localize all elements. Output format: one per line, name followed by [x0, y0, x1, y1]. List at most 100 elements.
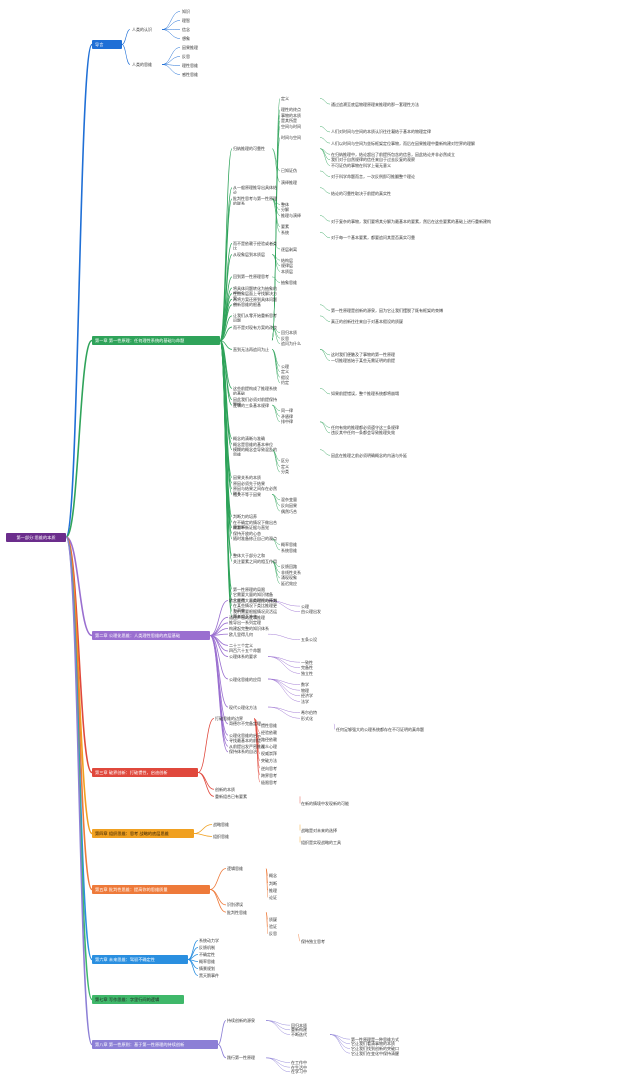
c2-line[interactable]: 概率思维	[281, 541, 297, 547]
c2-line[interactable]: 它需要大量的知识储备	[233, 592, 273, 598]
c2-line[interactable]: 对于科学命题而言，一次反例即可推翻整个理论	[331, 174, 415, 180]
c2-line[interactable]: 本质层	[281, 268, 293, 274]
c9-line[interactable]: 它让我们看清事物的本质	[351, 1041, 395, 1047]
c2-line[interactable]: 在不确定的情况下做出合理判断	[233, 519, 277, 529]
c2-line[interactable]: 创新思维的根基	[233, 302, 261, 308]
c2-line[interactable]: 整体大于部分之和	[233, 553, 265, 559]
c1-b2[interactable]: 反思	[182, 54, 190, 59]
c2-line[interactable]: 是其所是	[281, 118, 297, 124]
c2-line[interactable]: 任何有效的推理都必须遵守这三条规律	[331, 424, 399, 430]
c1-b1[interactable]: 因果推理	[182, 45, 198, 50]
c9-line[interactable]: 第一性原理是一种思维方式	[351, 1036, 399, 1042]
c3-line[interactable]: 欧几里得：人类理性的开端	[229, 598, 277, 603]
c2-line[interactable]: 而不是依赖于经验或者类比	[233, 240, 277, 250]
c2-line[interactable]: 事物的本质	[281, 112, 301, 118]
c2-line[interactable]: 要素	[281, 224, 289, 230]
c9-line[interactable]: 持续创新的源泉	[227, 1018, 255, 1023]
chapter-c3[interactable]: 第二章 公理化思维：人类理性思维的底层基础	[92, 631, 210, 640]
c2-line[interactable]: 判断力的培养	[233, 514, 257, 520]
chapter-c2[interactable]: 第一章 第一性原理：任何理性系统的基础与命题	[92, 336, 220, 345]
c2-line[interactable]: 区分	[281, 458, 289, 464]
c2-line[interactable]: 已知证伪	[281, 168, 297, 174]
c3-line[interactable]: 公理化思维的启示	[229, 732, 261, 738]
c4-line[interactable]: 重新组合已有要素	[215, 793, 247, 799]
c3-line[interactable]: 希尔伯特	[301, 710, 317, 716]
c3-line[interactable]: 现代公理化方法	[229, 704, 257, 710]
c6-line[interactable]: 识别谬误	[227, 902, 243, 908]
c2-line[interactable]: 我们需要根据情况灵活运用	[233, 608, 277, 618]
c2-line[interactable]: 归纳推理的可靠性	[233, 146, 265, 152]
c2-line[interactable]: 逻辑的三条基本规律	[233, 402, 269, 408]
c3-line[interactable]: 形式化	[301, 715, 313, 721]
c3-line[interactable]: 物理	[301, 687, 309, 693]
c3-line[interactable]: 由公理出发	[301, 609, 321, 615]
c2-line[interactable]: 相关不等于因果	[233, 491, 261, 497]
c2-line[interactable]: 对于每一个基本要素，都要追问其是否真实可靠	[331, 235, 415, 241]
c2-line[interactable]: 推理与演绎	[281, 213, 301, 219]
c4-line[interactable]: 经验依赖	[261, 730, 277, 736]
c3-line[interactable]: 任何足够强大的公理系统都存在不可证明的真命题	[336, 726, 424, 732]
c2-line[interactable]: 整体	[281, 201, 289, 207]
chapter-c7[interactable]: 第六章 未来思维：驾驭不确定性	[92, 955, 188, 964]
c2-line[interactable]: 演绎推理	[281, 179, 297, 185]
c2-line[interactable]: 在某些情况下类比推理更为高效	[233, 603, 277, 613]
c5-line[interactable]: 组织思维	[213, 834, 229, 839]
c2-line[interactable]: 再将方案还原到具体问题中	[233, 296, 277, 306]
c9-line[interactable]: 在学习中	[291, 1069, 307, 1075]
c2-line[interactable]: 分解	[281, 207, 289, 213]
c2-line[interactable]: 矛盾律	[281, 413, 293, 419]
c6-line[interactable]: 反思	[269, 931, 277, 937]
c2-line[interactable]: 因此我们必须对前提保持警惕	[233, 397, 277, 406]
c3-line[interactable]: 一致性	[301, 659, 313, 665]
c6-line[interactable]: 验证	[269, 924, 277, 930]
c1-a1[interactable]: 知识	[182, 9, 190, 14]
chapter-c4[interactable]: 第三章 破界创新：打破惯性，启迪创新	[92, 768, 198, 777]
c6-line[interactable]: 概念	[269, 873, 277, 879]
c3-line[interactable]: 二十三个定义	[229, 642, 253, 648]
c2-line[interactable]: 偶然巧合	[281, 508, 297, 514]
c2-line[interactable]: 第一性原理是创新的源泉，因为它让我们摆脱了既有框架的束缚	[331, 307, 443, 313]
c2-line[interactable]: 保持开放的心态	[233, 530, 261, 536]
c2-line[interactable]: 因此在推理之前必须明确概念的内涵与外延	[331, 452, 407, 458]
c2-line[interactable]: 定义	[281, 369, 289, 375]
c4-line[interactable]: 路径依赖	[261, 737, 277, 743]
c2-line[interactable]: 原因与结果之间存在必然联系	[233, 486, 277, 496]
c2-line[interactable]: 非线性关系	[281, 569, 301, 575]
c4-line[interactable]: 从众心理	[261, 744, 277, 750]
c2-line[interactable]: 批判性思考与第一性原理的联系	[233, 196, 277, 206]
c6-line[interactable]: 论证	[269, 895, 277, 901]
c2-line[interactable]: 人们以时间与空间为坐标框架定位事物，而后在因果推理中重新构建对世界的理解	[331, 140, 475, 146]
c2-line[interactable]: 通过追溯至底层物理原理来推理的那一套理性方法	[331, 101, 419, 107]
c2-line[interactable]: 让我们从零开始重新思考问题	[233, 313, 277, 323]
c3-line[interactable]: 从前提出发严密推理	[229, 743, 265, 749]
c9-line[interactable]: 在工作中	[291, 1060, 307, 1065]
c2-line[interactable]: 假设	[281, 374, 289, 380]
c5-line[interactable]: 组织是实现战略的工具	[301, 840, 341, 845]
c9-line[interactable]: 回归本质	[291, 1022, 307, 1028]
c6-line[interactable]: 逻辑思维	[227, 866, 243, 871]
c9-line[interactable]: 践行第一性原理	[227, 1055, 255, 1061]
c4-line[interactable]: 突破方法	[261, 758, 277, 764]
c2-line[interactable]: 回归本质	[281, 330, 297, 336]
c2-line[interactable]: 追问为什么	[281, 341, 301, 347]
c9-line[interactable]: 它让我们找到创新的突破口	[351, 1046, 399, 1051]
c3-line[interactable]: 公理	[301, 603, 309, 609]
c2-line[interactable]: 将具体问题转化为抽象的模型	[233, 285, 277, 295]
c1-a2[interactable]: 理智	[182, 18, 190, 23]
c2-line[interactable]: 对于复杂的事物，我们要将其分解为最基本的要素，然后在这些要素的基础上进行重新建构	[331, 218, 491, 224]
c9-line[interactable]: 不断迭代	[291, 1032, 307, 1037]
c2-line[interactable]: 我们对于自然规律的信任来自于过去反复的观察	[331, 157, 415, 163]
c2-line[interactable]: 一切推理皆始于某些无需证明的前提	[331, 358, 395, 363]
c2-line[interactable]: 随时准备修正自己的观点	[233, 536, 277, 542]
c9-line[interactable]: 重新构建	[291, 1027, 307, 1033]
c2-line[interactable]: 直到无法再追问为止	[233, 346, 269, 352]
c2-line[interactable]: 第一性原理的局限	[233, 586, 265, 592]
c2-line[interactable]: 真正的创新往往来自于对基本假设的质疑	[331, 318, 403, 324]
c7-line[interactable]: 情景规划	[199, 966, 215, 971]
chapter-c9[interactable]: 第八章 第一性原则：基于第一性原理的持续创新	[92, 1040, 218, 1049]
c2-line[interactable]: 概念是思维的基本单位	[233, 441, 273, 447]
c2-line[interactable]: 如果前提错误，整个推理系统都将崩塌	[331, 391, 399, 397]
c2-line[interactable]: 结构层	[281, 257, 293, 263]
c2-line[interactable]: 违反其中任何一条都会导致推理失效	[331, 430, 395, 436]
c2-line[interactable]: 反思	[281, 335, 289, 341]
